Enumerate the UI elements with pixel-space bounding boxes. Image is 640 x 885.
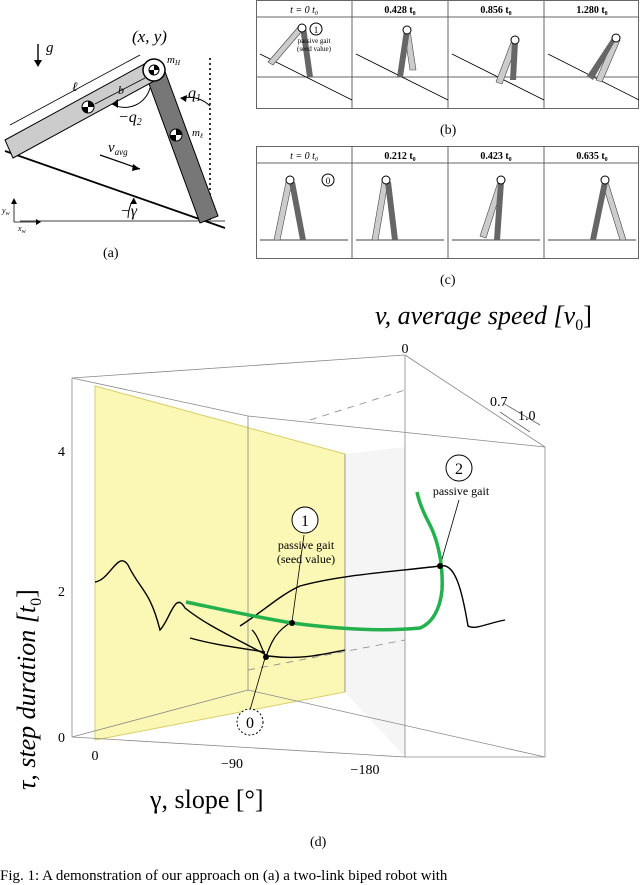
velocity-label: vavg xyxy=(108,140,128,157)
leader-line-1 xyxy=(291,534,305,623)
gamma-tick-0: 0 xyxy=(92,749,99,764)
c-time-label-2: 0.212 t0 xyxy=(384,151,415,163)
note-1-passive-gait: passive gait xyxy=(278,538,335,552)
black-curve-passive-surface xyxy=(94,560,346,659)
leg-length-label: ℓ xyxy=(72,79,78,94)
b-time-label-4: 1.280 t0 xyxy=(576,5,607,17)
marker-1: 1 xyxy=(301,513,309,530)
figure-caption: Fig. 1: A demonstration of our approach … xyxy=(0,868,448,884)
panel-c-strip: 0 t = 0 t0 0.212 t0 0.423 t0 0.635 t0 xyxy=(256,146,639,259)
gamma-tick-180: −180 xyxy=(351,763,380,778)
b-passive-gait-note: passive gait xyxy=(298,37,331,45)
q1-label: q1 xyxy=(188,85,201,104)
plot-box xyxy=(71,354,546,758)
note-2-passive-gait: passive gait xyxy=(433,484,490,498)
marker-2: 2 xyxy=(455,461,463,478)
panel-a-diagram: g (x, y) mH ℓ b −q2 q1 mℓ vavg −γ yw xw xyxy=(1,27,226,235)
leader-line-2 xyxy=(439,499,460,567)
v-tick-1: 0.7 xyxy=(490,395,508,410)
v-axis-label: v, average speed [v0] xyxy=(375,301,592,334)
tau-tick-0: 0 xyxy=(58,731,65,746)
panel-a-label: (a) xyxy=(103,246,119,261)
slope-line xyxy=(4,150,226,229)
b-time-label-1: t = 0 t0 xyxy=(290,5,318,17)
b-time-label-3: 0.856 t0 xyxy=(480,5,511,17)
marker-0: 0 xyxy=(246,715,254,732)
panel-b-label: (b) xyxy=(440,123,457,138)
point-0 xyxy=(263,654,269,660)
marker-0-circle xyxy=(236,708,264,736)
svg-text:0: 0 xyxy=(326,176,331,186)
note-1-seed-value: (seed value) xyxy=(277,552,335,566)
hip-mass-label: mH xyxy=(167,54,181,67)
b-seed-marker xyxy=(309,22,323,36)
c-marker-0 xyxy=(321,173,335,187)
green-curve-optimal-gaits xyxy=(185,491,444,632)
slope-angle-label: −γ xyxy=(120,203,138,220)
v-tick-0: 0 xyxy=(402,342,409,357)
stance-leg xyxy=(144,65,219,224)
tau-tick-4: 4 xyxy=(58,445,65,460)
v-tick-2: 1.0 xyxy=(518,409,536,424)
q2-label: −q2 xyxy=(118,109,142,128)
tau-tick-2: 2 xyxy=(58,585,65,600)
c-time-label-3: 0.423 t0 xyxy=(480,151,511,163)
gravity-label: g xyxy=(46,40,54,56)
panel-d-3d-plot: 1 passive gait (seed value) 2 passive ga… xyxy=(12,301,592,814)
x-world-label: xw xyxy=(17,224,26,235)
b-time-label-2: 0.428 t0 xyxy=(384,5,415,17)
point-1 xyxy=(289,620,295,626)
black-curve-lower xyxy=(189,637,266,653)
svg-text:1: 1 xyxy=(314,25,319,35)
b-seed-value-note: (seed value) xyxy=(297,45,332,53)
leader-line-0 xyxy=(249,657,266,711)
leg-mass-label: mℓ xyxy=(192,127,203,140)
hip-position-label: (x, y) xyxy=(132,27,167,46)
gravity-arrowhead xyxy=(34,60,42,67)
panel-c-label: (c) xyxy=(440,273,456,288)
point-2 xyxy=(437,563,443,569)
y-world-label: yw xyxy=(1,206,10,217)
panel-b-strip: 1 passive gait (seed value) t = 0 t0 0.4… xyxy=(256,0,640,109)
gamma-axis-label: γ, slope [°] xyxy=(149,785,264,814)
gamma-tick-90: −90 xyxy=(221,757,243,772)
mass-offset-label: b xyxy=(118,83,124,97)
marker-2-circle xyxy=(445,454,473,482)
tau-axis-label: τ, step duration [t0] xyxy=(12,589,45,790)
back-fill xyxy=(345,447,405,757)
c-time-label-1: t = 0 t0 xyxy=(290,151,318,163)
marker-1-circle xyxy=(291,506,319,534)
panel-d-label: (d) xyxy=(310,835,327,850)
black-curve-upper xyxy=(239,565,506,629)
b-frame1-stance-leg xyxy=(300,27,313,77)
length-dimension xyxy=(9,54,141,126)
c-time-label-4: 0.635 t0 xyxy=(576,151,607,163)
